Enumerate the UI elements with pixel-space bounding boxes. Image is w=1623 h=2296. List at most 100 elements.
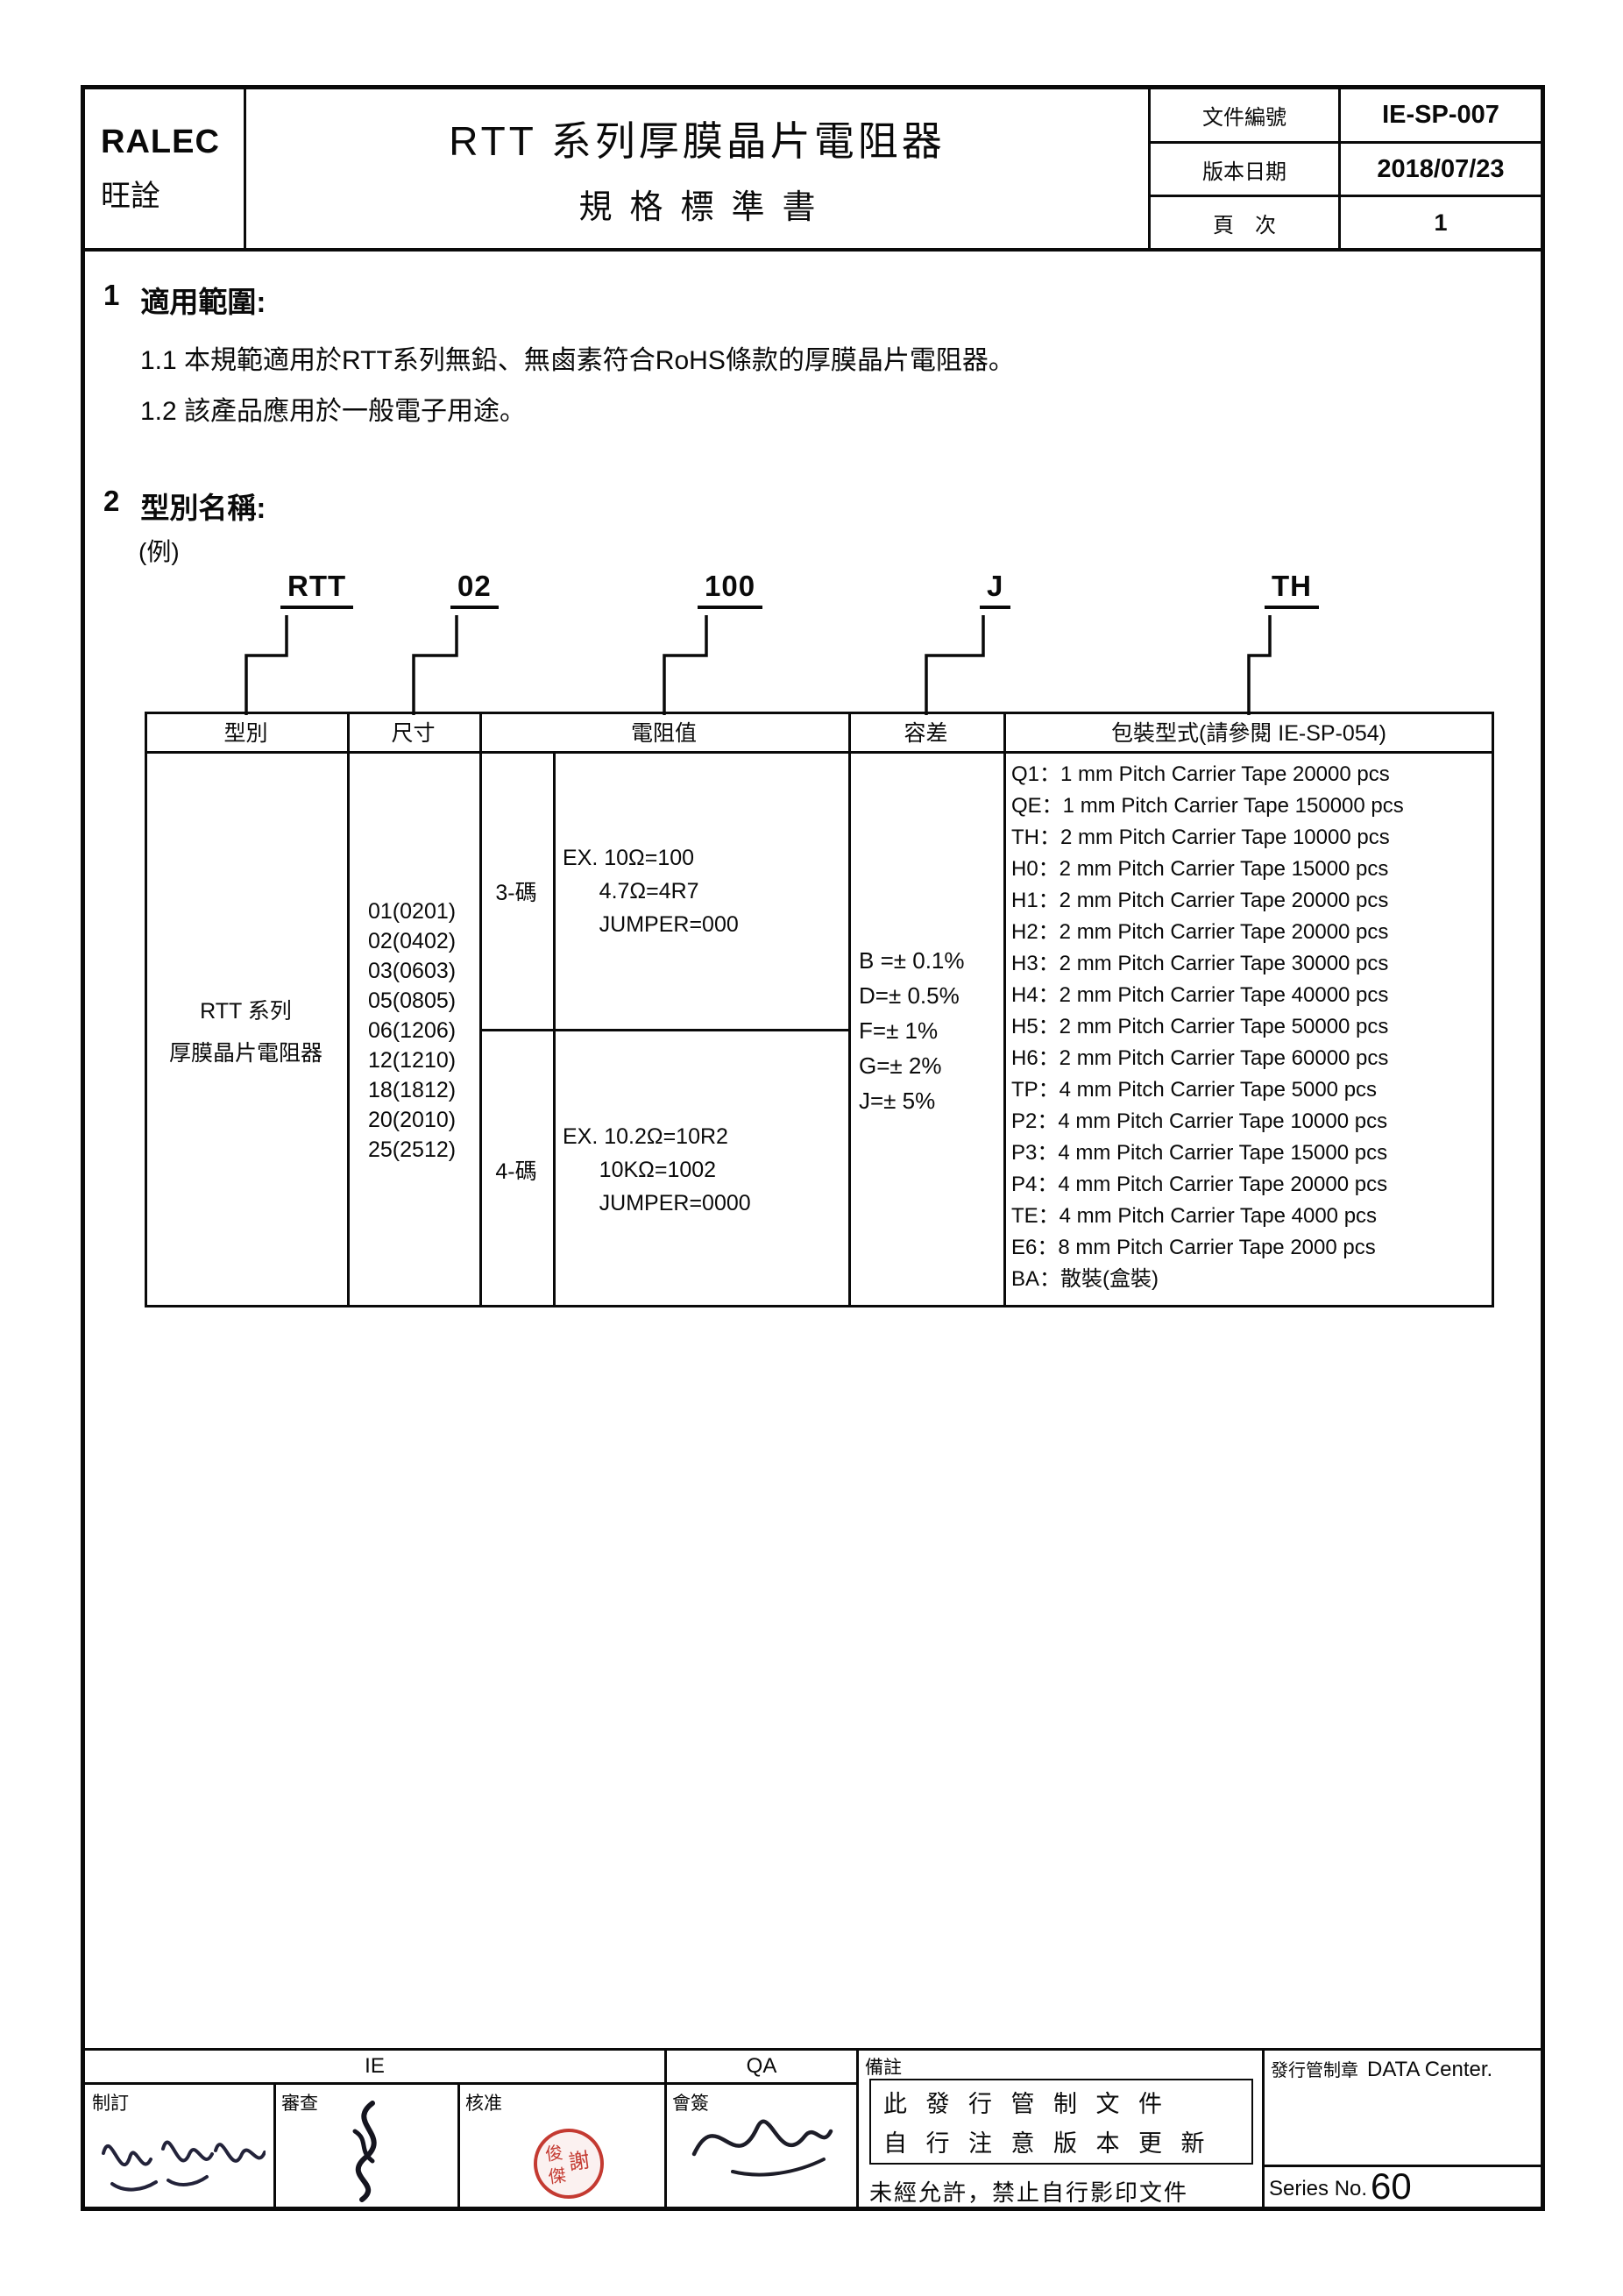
size-item: 25(2512) <box>368 1137 457 1162</box>
packing-item: TE：4 mm Pitch Carrier Tape 4000 pcs <box>1011 1204 1378 1228</box>
header-divider-line <box>1338 89 1341 248</box>
table-col-line <box>479 712 482 1307</box>
size-item: 05(0805) <box>368 989 457 1013</box>
packing-item: E6：8 mm Pitch Carrier Tape 2000 pcs <box>1011 1236 1376 1259</box>
remark-line-1: 此 發 行 管 制 文 件 <box>883 2091 1169 2117</box>
tolerance-item: D=± 0.5% <box>859 982 960 1009</box>
signature-countersign <box>691 2119 833 2177</box>
signature-review <box>352 2101 377 2202</box>
packing-item: BA：散裝(盒裝) <box>1011 1267 1159 1291</box>
stamp-char-right: 謝 <box>567 2149 592 2175</box>
header-divider-line <box>244 89 246 248</box>
scope-item-2: 1.2 該產品應用於一般電子用途。 <box>140 397 527 426</box>
cell-code3-label: 3-碼 <box>495 881 537 905</box>
size-item: 12(1210) <box>368 1048 457 1073</box>
cell-sizes: 01(0201)02(0402)03(0603)05(0805)06(1206)… <box>347 754 479 1307</box>
dept-qa-label: QA <box>746 2054 777 2078</box>
series-strip-line <box>1265 2165 1541 2167</box>
footer-col-line <box>664 2048 667 2207</box>
tolerance-item: J=± 5% <box>859 1088 936 1114</box>
code-connector-lines <box>245 615 1272 715</box>
packing-item: H4：2 mm Pitch Carrier Tape 40000 pcs <box>1011 983 1389 1007</box>
header-bottom-line <box>85 248 1541 252</box>
tolerance-item: G=± 2% <box>859 1052 942 1079</box>
section1-heading: 1 適用範圍: <box>103 279 266 321</box>
packing-item: H3：2 mm Pitch Carrier Tape 30000 pcs <box>1011 952 1389 975</box>
page-value: 1 <box>1434 209 1448 236</box>
footer-col-line <box>457 2085 460 2207</box>
footer-col-line <box>273 2085 276 2207</box>
col-header-type: 型別 <box>223 720 268 746</box>
company-name-cn: 旺詮 <box>101 179 160 213</box>
table-col-line <box>1003 712 1006 1307</box>
table-col-line <box>347 712 350 1307</box>
company-name-en: RALEC <box>101 123 220 160</box>
packing-item: H1：2 mm Pitch Carrier Tape 20000 pcs <box>1011 889 1389 912</box>
resistance-example: EX. 10Ω=100 <box>563 846 695 870</box>
role-review-label: 審查 <box>281 2094 318 2114</box>
size-item: 06(1206) <box>368 1018 457 1043</box>
packing-item: TH：2 mm Pitch Carrier Tape 10000 pcs <box>1011 826 1390 849</box>
header-divider-line <box>1148 89 1151 248</box>
size-item: 18(1812) <box>368 1078 457 1102</box>
code-resistance: 100 <box>698 570 763 609</box>
table-code-divider-line <box>482 1029 848 1031</box>
resistance-example: JUMPER=000 <box>563 912 739 937</box>
series-label: Series No. <box>1269 2177 1368 2200</box>
tolerance-item: F=± 1% <box>859 1017 939 1044</box>
code-tolerance: J <box>980 570 1011 609</box>
resistance-example: 4.7Ω=4R7 <box>563 879 699 904</box>
remark-line-2: 自 行 注 意 版 本 更 新 <box>883 2130 1211 2157</box>
approval-stamp: 謝 俊 傑 <box>534 2129 604 2199</box>
series-row: Series No. 60 <box>1269 2166 1412 2205</box>
section2-heading: 2 型別名稱: <box>103 485 266 527</box>
resistance-example: 10KΩ=1002 <box>563 1157 717 1182</box>
table-header-line <box>145 751 1494 754</box>
packing-item: Q1：1 mm Pitch Carrier Tape 20000 pcs <box>1011 762 1390 786</box>
size-item: 03(0603) <box>368 959 457 983</box>
section2-number: 2 <box>103 485 120 517</box>
stamp-char-left-1: 俊 <box>544 2143 564 2165</box>
code-packing: TH <box>1265 570 1319 609</box>
packing-item: H6：2 mm Pitch Carrier Tape 60000 pcs <box>1011 1046 1389 1070</box>
series-value: 60 <box>1371 2165 1412 2207</box>
control-stamp-label: 發行管制章 <box>1271 2061 1358 2080</box>
packing-item: H0：2 mm Pitch Carrier Tape 15000 pcs <box>1011 857 1389 881</box>
code-size: 02 <box>450 570 499 609</box>
type-line-2: 厚膜晶片電阻器 <box>168 1041 322 1066</box>
size-item: 20(2010) <box>368 1108 457 1132</box>
version-date-value: 2018/07/23 <box>1377 154 1505 183</box>
cell-type: RTT 系列 厚膜晶片電阻器 <box>145 754 347 1307</box>
packing-item: P2：4 mm Pitch Carrier Tape 10000 pcs <box>1011 1109 1388 1133</box>
col-header-resistance: 電阻值 <box>630 720 697 746</box>
role-approve-label: 核准 <box>465 2094 502 2114</box>
cell-code4-examples: EX. 10.2Ω=10R2 10KΩ=1002 JUMPER=0000 <box>563 1031 848 1307</box>
packing-item: QE：1 mm Pitch Carrier Tape 150000 pcs <box>1011 794 1404 818</box>
col-header-size: 尺寸 <box>391 720 436 746</box>
header-row-line <box>1148 141 1541 144</box>
packing-item: P4：4 mm Pitch Carrier Tape 20000 pcs <box>1011 1173 1388 1196</box>
company-block: RALEC 旺詮 <box>85 89 244 248</box>
table-col-line <box>848 712 851 1307</box>
tolerance-item: B =± 0.1% <box>859 947 965 974</box>
footer-top-line <box>85 2048 1541 2051</box>
cell-code4-label: 4-碼 <box>495 1159 537 1184</box>
doc-no-value: IE-SP-007 <box>1382 101 1499 129</box>
stamp-char-left-2: 傑 <box>547 2165 567 2188</box>
section2-title: 型別名稱: <box>140 492 266 524</box>
packing-item: H5：2 mm Pitch Carrier Tape 50000 pcs <box>1011 1015 1389 1038</box>
spec-table-border <box>145 712 1494 1307</box>
packing-item: H2：2 mm Pitch Carrier Tape 20000 pcs <box>1011 920 1389 944</box>
doc-no-label: 文件編號 <box>1202 106 1286 130</box>
version-date-label: 版本日期 <box>1202 159 1286 184</box>
packing-item: P3：4 mm Pitch Carrier Tape 15000 pcs <box>1011 1141 1388 1165</box>
header-row-line <box>1148 195 1541 197</box>
size-item: 02(0402) <box>368 929 457 953</box>
resistance-example: EX. 10.2Ω=10R2 <box>563 1123 728 1149</box>
role-draft-label: 制訂 <box>92 2094 129 2114</box>
footer-col-line <box>856 2048 859 2207</box>
packing-item: TP：4 mm Pitch Carrier Tape 5000 pcs <box>1011 1078 1378 1102</box>
page-border-frame <box>81 85 1545 2211</box>
col-header-tolerance: 容差 <box>904 720 948 746</box>
